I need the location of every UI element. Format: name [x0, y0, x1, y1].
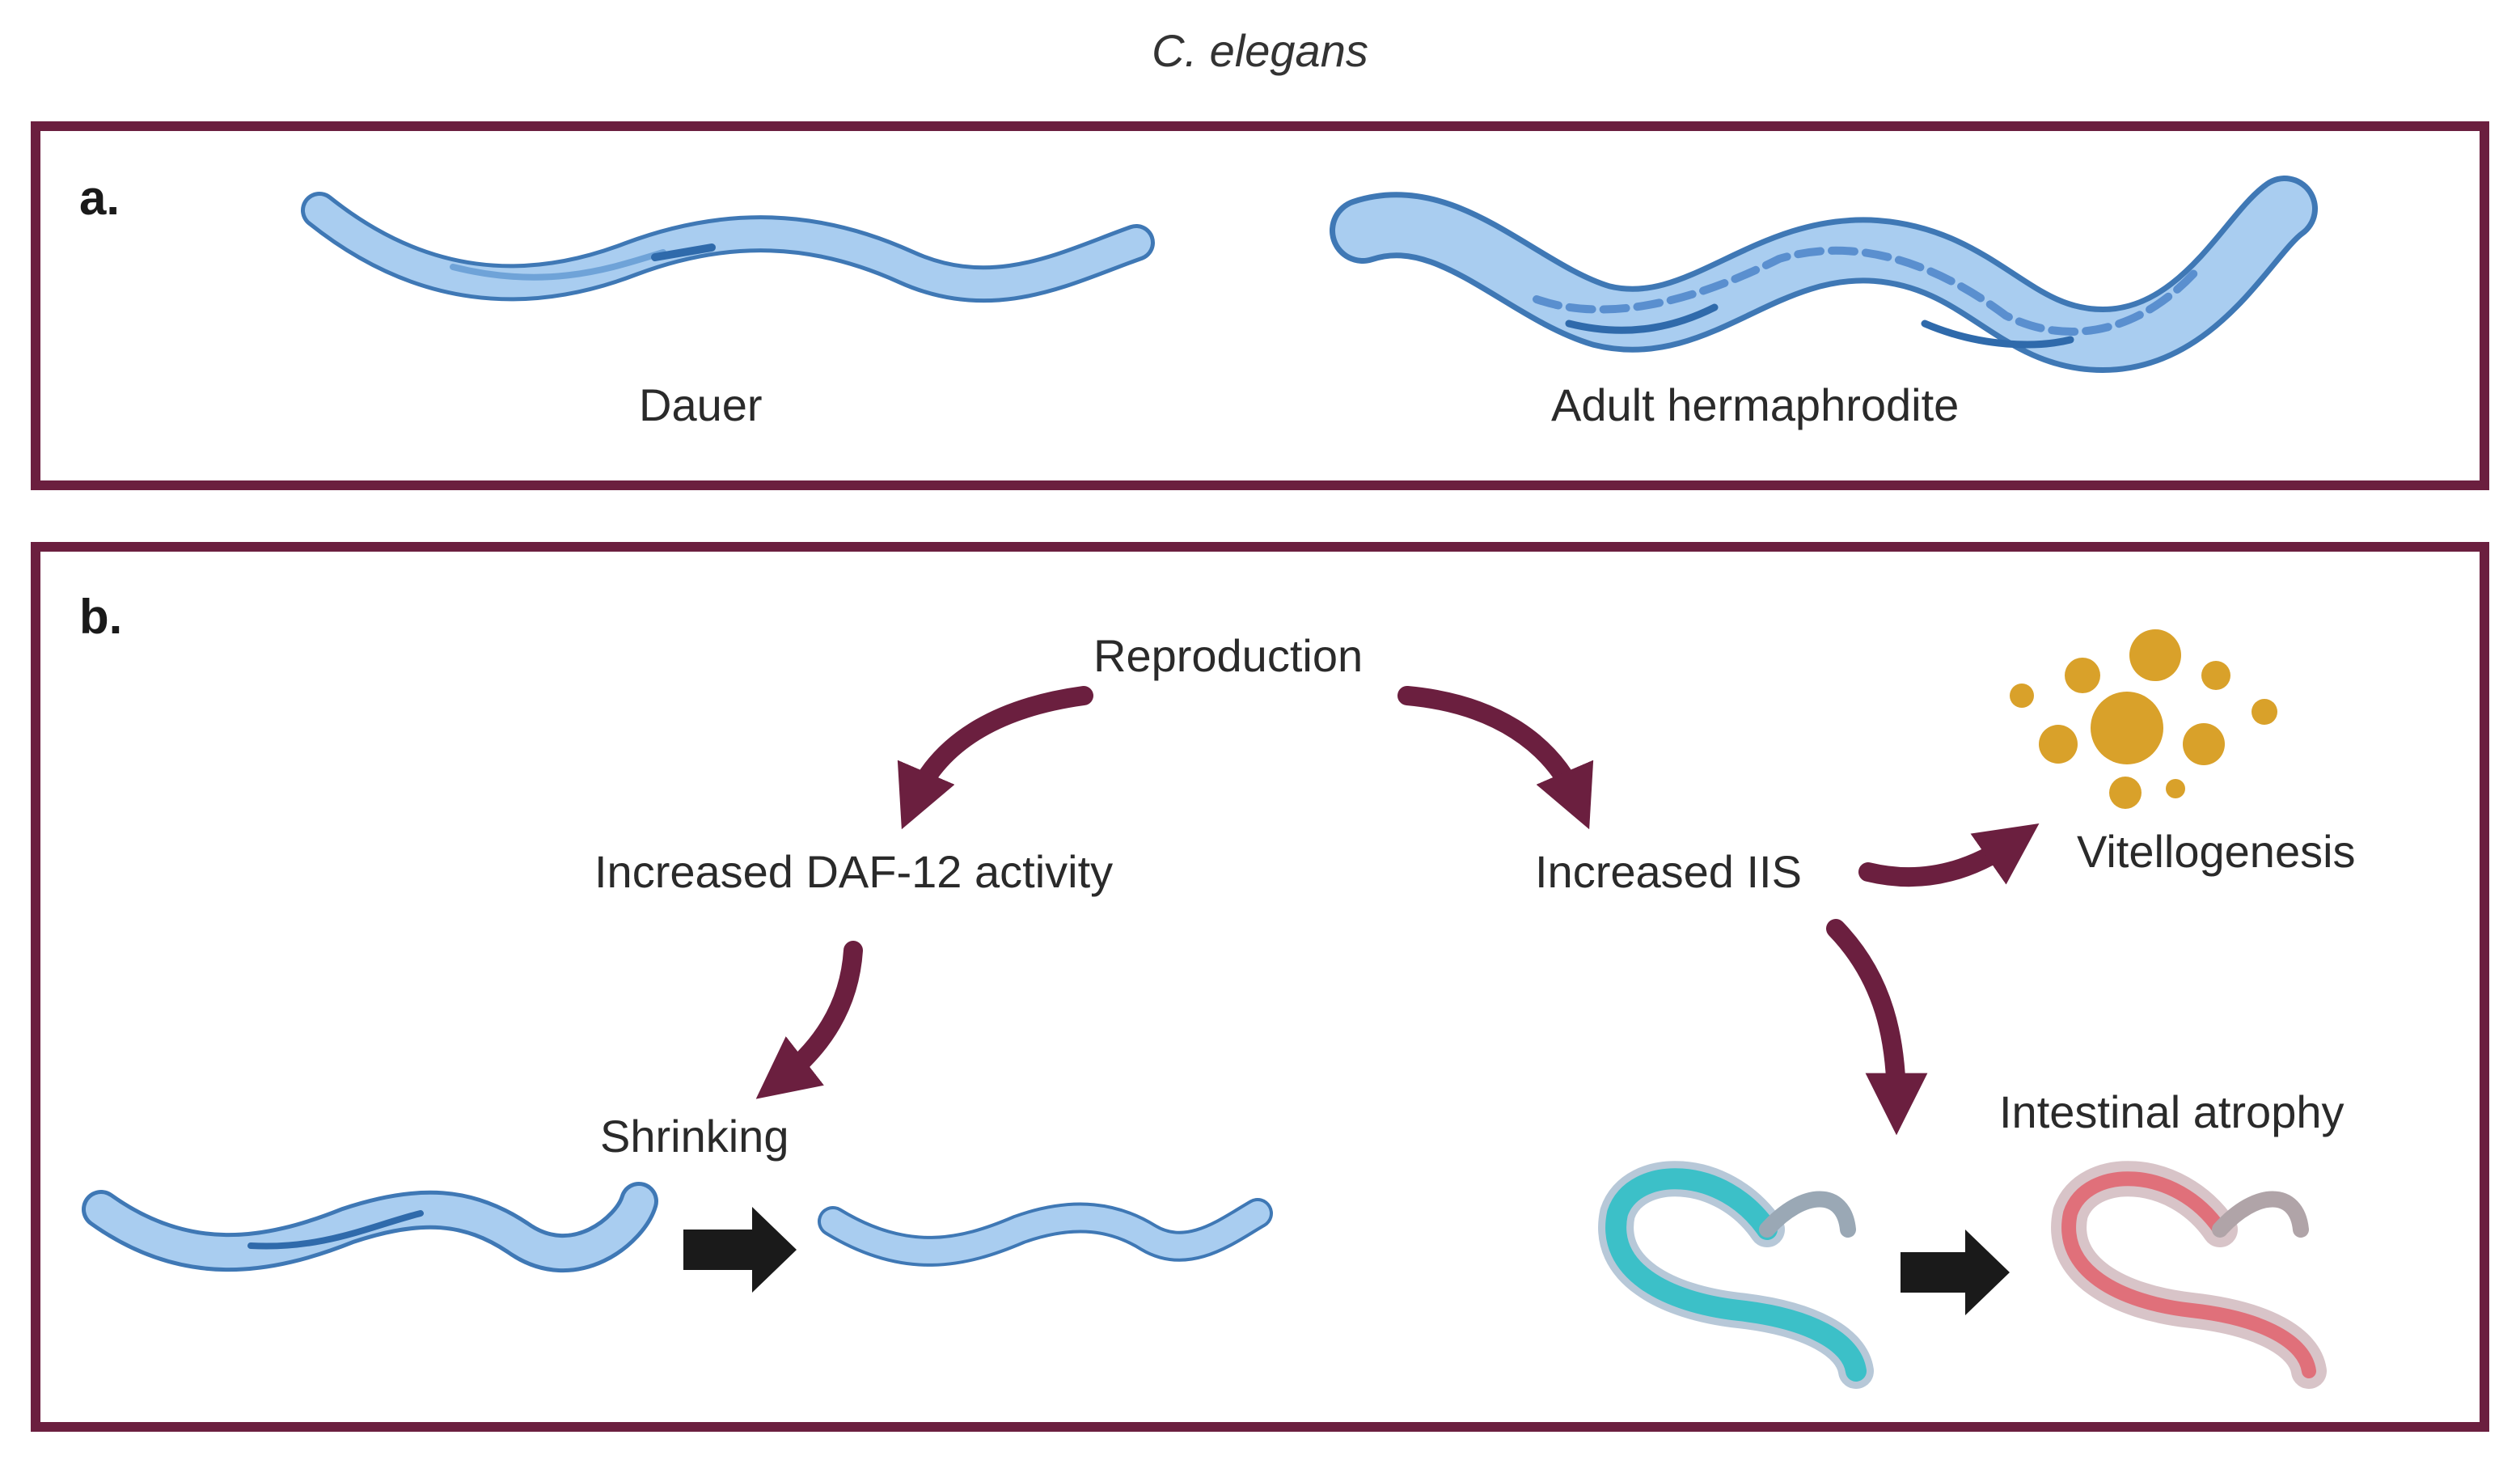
worm-after-shrinking-icon — [818, 1198, 1273, 1267]
adult-hermaphrodite-label: Adult hermaphrodite — [1551, 379, 1960, 430]
healthy-intestine-worm-icon — [1598, 1161, 1874, 1389]
reproduction-label: Reproduction — [1093, 630, 1364, 681]
panel-b — [31, 542, 2489, 1432]
panel-a-letter: a. — [79, 171, 121, 225]
dauer-label: Dauer — [639, 379, 763, 430]
curved-arrow-icon-reproduction-to-iis — [1397, 686, 1594, 830]
panel-b-letter: b. — [79, 590, 123, 644]
black-arrow-icon-shrinking — [683, 1207, 797, 1293]
vitellogenesis-label: Vitellogenesis — [2077, 826, 2356, 877]
worm-before-shrinking-icon — [82, 1182, 658, 1273]
adult-hermaphrodite-worm-icon — [1330, 176, 2318, 374]
dauer-worm-icon — [301, 192, 1155, 303]
page-title: C. elegans — [1152, 25, 1368, 76]
yolk-droplets-icon — [2010, 629, 2277, 809]
shrinking-label: Shrinking — [600, 1111, 789, 1162]
black-arrow-icon-atrophy — [1901, 1230, 2010, 1315]
curved-arrow-icon-iis-to-vitellogenesis — [1858, 823, 2040, 887]
atrophied-intestine-worm-icon — [2051, 1161, 2327, 1389]
panel-a — [31, 121, 2489, 490]
daf12-activity-label: Increased DAF-12 activity — [594, 846, 1114, 897]
curved-arrow-icon-daf12-to-shrinking — [755, 941, 863, 1099]
intestinal-atrophy-label: Intestinal atrophy — [1999, 1086, 2345, 1137]
curved-arrow-icon-iis-to-atrophy — [1826, 919, 1928, 1136]
curved-arrow-icon-reproduction-to-daf12 — [897, 686, 1093, 830]
increased-iis-label: Increased IIS — [1535, 846, 1802, 897]
